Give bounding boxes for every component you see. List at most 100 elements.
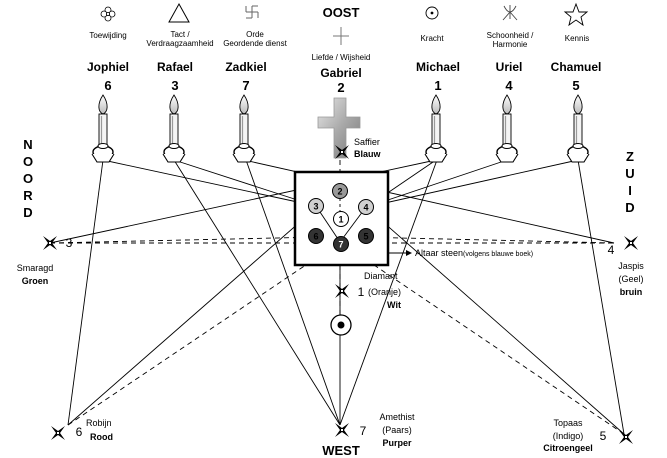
svg-text:5: 5 [363,232,368,242]
candle-michael [424,94,448,163]
virtue-michael-line1: Kracht [420,34,444,43]
svg-text:7: 7 [338,240,343,250]
emerald-number: 3 [65,236,73,250]
angel-chamuel: Chamuel [550,60,602,74]
virtue-jophiel-line1: Toewijding [89,31,127,40]
altar-circle-6 [308,228,324,244]
jasper-number: 4 [607,243,615,257]
diamond-cross-icon [335,284,349,298]
north-letter-2: O [22,154,34,169]
ray-number-zadkiel: 7 [242,78,250,93]
topaz-sub: (Indigo) [552,431,584,441]
ruby-number: 6 [75,425,83,439]
amethyst-name: Amethist [379,412,415,422]
candle-rafael [162,94,186,163]
topaz-cross-icon [619,430,633,444]
star-icon [563,2,589,27]
virtue-gabriel-line1: Liefde / Wijsheid [311,53,371,62]
svg-text:3: 3 [313,202,318,212]
solid-connection-lines [49,159,625,435]
ray-number-gabriel: 2 [337,80,345,95]
angel-rafael: Rafael [156,60,194,74]
emerald-color: Groen [21,276,49,286]
east-label: OOST [322,5,360,20]
ray-number-jophiel: 6 [104,78,112,93]
virtue-rafael-line1: Tact / [170,30,190,39]
topaz-name: Topaas [553,418,583,428]
altar-circle-2 [332,183,348,199]
plus-icon [333,27,349,45]
angel-gabriel: Gabriel [320,66,362,80]
angel-zadkiel: Zadkiel [225,60,267,74]
west-label: WEST [322,443,360,458]
ray-number-rafael: 3 [171,78,179,93]
ray-number-uriel: 4 [505,78,513,93]
lily-icon [502,5,518,21]
south-letter-4: D [625,200,635,215]
virtue-uriel-line1: Schoonheid / [486,31,534,40]
altar-label-text: Altaar steen [415,248,464,258]
virtue-zadkiel-line1: Orde [246,30,264,39]
jasper-sub: (Geel) [618,274,644,284]
north-letter-3: O [22,171,34,186]
altar-label-note: (volgens blauwe boek) [463,251,534,258]
candle-chamuel [566,94,590,163]
triangle-icon [168,2,190,23]
swastika-icon [245,5,259,19]
diamond-color: Wit [387,300,401,310]
gabriel-cross [317,97,361,159]
north-letter-4: R [23,188,33,203]
altar-circle-1 [333,211,349,227]
jasper-color: bruin [619,287,643,297]
amethyst-color: Purper [382,438,412,448]
diamond-name: Diamant [364,271,398,281]
amethyst-number: 7 [359,424,367,438]
svg-text:1: 1 [338,215,343,225]
diamond-number: 1 [357,285,365,299]
candles [91,94,590,163]
jasper-name: Jaspis [618,261,644,271]
altar-circle-5 [358,228,374,244]
virtue-rafael-line2: Verdraagzaamheid [146,39,214,48]
amethyst-sub: (Paars) [382,425,412,435]
jasper-cross-icon [624,236,638,250]
ruby-cross-icon [51,426,65,440]
sapphire-color: Blauw [354,149,381,159]
south-letter-2: U [625,166,635,181]
ruby-name: Robijn [86,418,112,428]
svg-text:4: 4 [363,203,368,213]
angel-uriel: Uriel [495,60,523,74]
ray-number-chamuel: 5 [572,78,580,93]
altar-circle-3 [308,198,324,214]
altar-label: Altaar steen(volgens blauwe boek) [415,248,534,259]
candle-jophiel [91,94,115,163]
flower-icon [100,6,116,22]
circle-dot-icon [425,6,439,20]
diamond-sub: (Oranje) [368,287,402,297]
virtue-zadkiel-line2: Geordende dienst [223,39,287,48]
topaz-color: Citroengeel [543,443,593,453]
candle-zadkiel [232,94,256,163]
virtue-uriel-line2: Harmonie [492,40,528,49]
north-letter-1: N [23,137,33,152]
emerald-name: Smaragd [16,263,54,273]
altar-circle-7 [333,236,349,252]
altar-circle-4 [358,199,374,215]
north-letter-5: D [23,205,33,220]
candle-uriel [495,94,519,163]
south-letter-3: I [628,183,632,198]
ray-number-michael: 1 [434,78,442,93]
amethyst-cross-icon [335,423,349,437]
angel-jophiel: Jophiel [86,60,129,74]
angel-michael: Michael [415,60,460,74]
ruby-color: Rood [90,432,113,442]
sapphire-name: Saffier [354,137,380,147]
virtue-chamuel-line1: Kennis [564,34,590,43]
altar-circles: 2 3 4 1 6 7 5 [308,183,374,252]
michael-sun-symbol [330,314,352,336]
svg-text:6: 6 [313,232,318,242]
topaz-number: 5 [599,429,607,443]
south-letter-1: Z [626,149,634,164]
svg-text:2: 2 [337,187,342,197]
